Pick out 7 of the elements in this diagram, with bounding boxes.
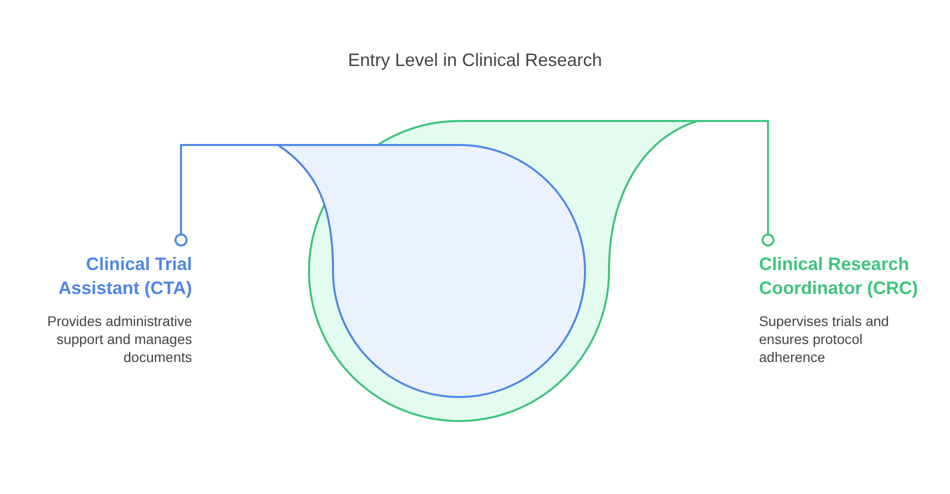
role-heading: Clinical Research Coordinator (CRC) — [759, 253, 919, 300]
leader-line — [697, 120, 774, 246]
role-heading: Clinical Trial Assistant (CTA) — [57, 253, 192, 300]
leader-line — [174, 144, 278, 246]
diagram-title: Entry Level in Clinical Research — [346, 50, 604, 71]
role-description: Provides administrative support and manages documents — [46, 312, 192, 366]
role-description: Supervises trials and ensures protocol adherence — [759, 312, 890, 366]
